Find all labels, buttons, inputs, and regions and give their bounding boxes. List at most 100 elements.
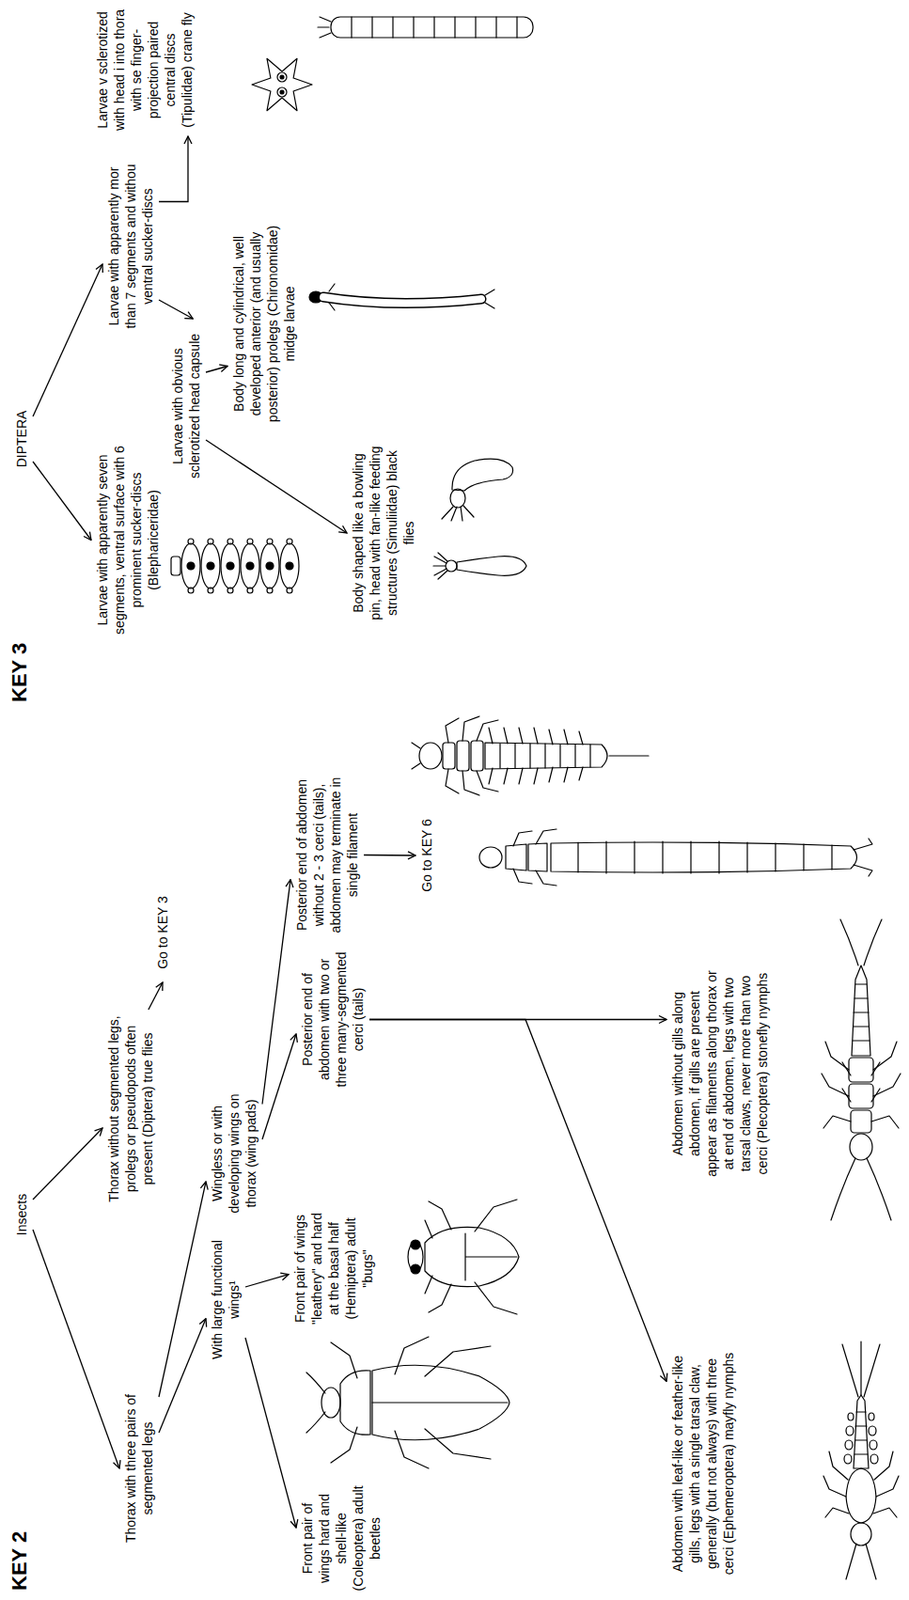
midge-larva-drawing-part bbox=[323, 297, 482, 304]
hellgrammite-drawing-part bbox=[488, 727, 583, 784]
blephariceridae-drawing-part bbox=[181, 543, 201, 589]
key-arrow bbox=[363, 854, 416, 857]
black-fly-larva-drawing-part bbox=[456, 556, 527, 577]
hellgrammite-drawing-part bbox=[411, 742, 421, 769]
key-text: Wingless or with developing wings on tho… bbox=[208, 1082, 260, 1224]
blephariceridae-drawing-part bbox=[266, 587, 273, 594]
key-text: Body shaped like a bowling pin, head wit… bbox=[349, 443, 418, 623]
mayfly-nymph-drawing-part bbox=[869, 1440, 878, 1450]
blephariceridae-drawing-part bbox=[280, 543, 299, 589]
key-text: Abdomen without gills along abdomen, if … bbox=[669, 970, 771, 1177]
key-step: Thorax without segmented legs, prolegs o… bbox=[105, 1012, 157, 1206]
key-text: Front pair of wings hard and shell-like … bbox=[298, 1484, 384, 1593]
caddisfly-larva-drawing-part bbox=[853, 838, 873, 877]
bug-drawing-part bbox=[424, 1226, 519, 1286]
blephariceridae-drawing-part bbox=[266, 562, 274, 570]
crane-fly-larva-drawing-part bbox=[280, 90, 284, 95]
key-arrow bbox=[148, 982, 163, 1010]
key-step: Go to KEY 6 bbox=[418, 808, 436, 903]
blephariceridae-drawing-part bbox=[240, 543, 260, 589]
bug-drawing-part bbox=[424, 1199, 518, 1315]
crane-fly-larva-drawing-part bbox=[330, 16, 533, 38]
caddisfly-larva-drawing-part bbox=[479, 846, 502, 868]
key-arrow bbox=[369, 1019, 667, 1382]
mayfly-nymph-drawing-part bbox=[846, 1468, 877, 1523]
blephariceridae-drawing-part bbox=[246, 562, 254, 570]
key-text: Body long and cylindrical, well develope… bbox=[230, 218, 298, 430]
key-heading: KEY 2 bbox=[7, 1531, 32, 1591]
mayfly-nymph-drawing-part bbox=[868, 1426, 877, 1436]
key-arrow bbox=[32, 1128, 103, 1200]
mayfly-nymph-drawing-part bbox=[850, 1522, 872, 1546]
mayfly-nymph-drawing-part bbox=[868, 1412, 875, 1421]
caddisfly-larva-drawing-part bbox=[550, 842, 858, 873]
mayfly-nymph-drawing-part bbox=[842, 1341, 880, 1397]
stonefly-nymph-drawing-part bbox=[852, 984, 870, 1041]
key-step: Thorax with three pairs of segmented leg… bbox=[122, 1379, 157, 1558]
beetle-drawing-part bbox=[306, 1372, 326, 1433]
hellgrammite-drawing-part bbox=[485, 742, 608, 769]
stonefly-nymph-drawing-part bbox=[848, 1083, 874, 1109]
midge-larva-drawing-part bbox=[323, 297, 482, 304]
hellgrammite-drawing-part bbox=[445, 716, 499, 796]
stonefly-nymph-drawing-part bbox=[830, 1158, 892, 1221]
blephariceridae-drawing bbox=[171, 538, 299, 594]
key-text: Posterior end of abdomen without 2 - 3 c… bbox=[293, 772, 361, 938]
beetle-drawing bbox=[306, 1336, 510, 1469]
bug-drawing-part bbox=[410, 1239, 421, 1250]
beetle-drawing-part bbox=[372, 1364, 510, 1441]
blephariceridae-drawing-part bbox=[285, 562, 294, 570]
mayfly-nymph-drawing-part bbox=[823, 1451, 899, 1518]
key-step: Abdomen with leaf-like or feather-like g… bbox=[669, 1346, 737, 1582]
mayfly-nymph-drawing-part bbox=[854, 1411, 868, 1455]
midge-larva-drawing-part bbox=[329, 283, 495, 311]
key-text: Go to KEY 3 bbox=[154, 885, 172, 980]
blephariceridae-drawing-part bbox=[206, 562, 215, 570]
key-text: Thorax without segmented legs, prolegs o… bbox=[105, 1012, 157, 1206]
key-text: Go to KEY 6 bbox=[418, 808, 436, 903]
blephariceridae-drawing-part bbox=[286, 538, 293, 545]
mayfly-nymph-drawing-part bbox=[870, 1454, 878, 1464]
blephariceridae-drawing-part bbox=[286, 587, 293, 594]
key-heading: KEY 3 bbox=[7, 642, 32, 703]
beetle-drawing-part bbox=[330, 1336, 491, 1469]
crane-fly-larva-drawing-part bbox=[251, 58, 313, 110]
key-step: DIPTERA bbox=[13, 401, 31, 477]
hellgrammite-drawing-part bbox=[442, 742, 455, 769]
caddisfly-larva-drawing-part bbox=[578, 841, 832, 874]
stonefly-nymph-drawing-part bbox=[849, 1133, 873, 1160]
key-text: Larvae with apparently mor than 7 segmen… bbox=[105, 156, 157, 336]
key-arrow bbox=[262, 1034, 297, 1140]
key-step: Abdomen without gills along abdomen, if … bbox=[669, 970, 771, 1177]
bug-drawing bbox=[407, 1199, 519, 1315]
mayfly-nymph-drawing-part bbox=[846, 1543, 877, 1580]
key-step: Larvae v sclerotized with head i into th… bbox=[94, 6, 196, 134]
blephariceridae-drawing-part bbox=[260, 543, 280, 589]
key-arrow bbox=[245, 1337, 297, 1528]
key-step: Larvae with apparently seven segments, v… bbox=[94, 438, 162, 642]
hellgrammite-drawing-part bbox=[419, 742, 442, 769]
caddisfly-larva-drawing bbox=[479, 829, 873, 886]
midge-larva-drawing bbox=[309, 283, 495, 311]
key-arrow bbox=[245, 1274, 289, 1287]
blephariceridae-drawing-part bbox=[247, 538, 253, 545]
key-text: Insects bbox=[13, 1176, 31, 1253]
key-step: Larvae with obvious sclerotized head cap… bbox=[169, 321, 204, 491]
black-fly-larva-drawing-part bbox=[441, 505, 474, 521]
crane-fly-larva-drawing-part bbox=[351, 16, 518, 38]
caddisfly-larva-drawing-part bbox=[513, 829, 557, 886]
blephariceridae-drawing-part bbox=[187, 562, 195, 570]
black-fly-larva-drawing-part bbox=[452, 458, 514, 491]
stonefly-nymph-drawing-part bbox=[851, 965, 871, 1056]
black-fly-larva-drawing-part bbox=[433, 552, 448, 580]
blephariceridae-drawing-part bbox=[226, 562, 235, 570]
hellgrammite-drawing-part bbox=[500, 743, 591, 768]
blephariceridae-drawing-part bbox=[247, 587, 253, 594]
key-step: Go to KEY 3 bbox=[154, 885, 172, 980]
hellgrammite-drawing-part bbox=[456, 740, 470, 771]
blephariceridae-drawing-part bbox=[207, 587, 214, 594]
crane-fly-larva-drawing-part bbox=[277, 87, 287, 97]
stonefly-nymph-drawing-part bbox=[840, 919, 882, 966]
key-arrow bbox=[158, 1181, 206, 1397]
